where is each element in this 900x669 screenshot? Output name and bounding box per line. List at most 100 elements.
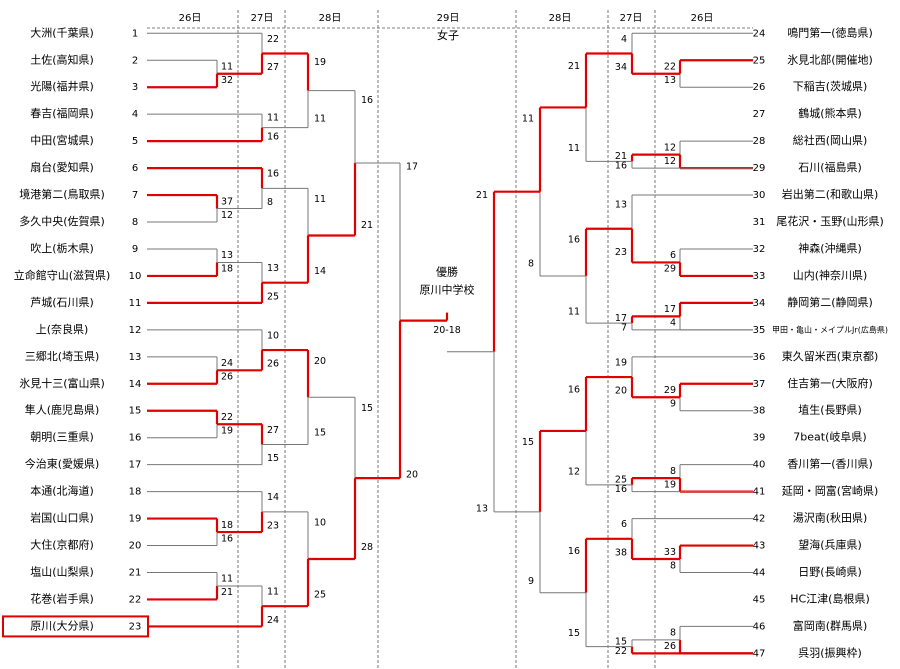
seed-number: 33 — [753, 271, 766, 282]
score-label: 12 — [221, 210, 233, 221]
team-name: 塩山(山梨県) — [30, 565, 94, 579]
score-label: 12 — [664, 156, 676, 167]
score-label: 11 — [267, 587, 279, 598]
score-label: 18 — [221, 264, 233, 275]
score-label: 14 — [267, 492, 279, 503]
team-name: 芦城(石川県) — [30, 296, 94, 309]
team-name: 静岡第二(静岡県) — [787, 295, 873, 309]
score-label: 22 — [664, 62, 676, 73]
score-label: 26 — [664, 641, 676, 652]
seed-number: 3 — [132, 82, 138, 93]
score-label: 11 — [568, 306, 580, 317]
score-label: 32 — [221, 75, 233, 86]
score-label: 25 — [267, 291, 279, 302]
seed-number: 31 — [753, 217, 766, 228]
score-label: 19 — [615, 357, 627, 368]
seed-number: 2 — [132, 55, 138, 66]
seed-number: 10 — [129, 271, 142, 282]
score-label: 11 — [522, 114, 534, 125]
team-name: 立命館守山(滋賀県) — [14, 268, 111, 282]
seed-number: 7 — [132, 190, 138, 201]
score-label: 15 — [522, 437, 534, 448]
score-label: 25 — [314, 589, 326, 600]
score-label: 25 — [615, 475, 627, 486]
team-name: 香川第一(香川県) — [787, 457, 873, 471]
seed-number: 36 — [753, 352, 766, 363]
bracket-lines — [2, 10, 753, 669]
team-name: 氷見十三(富山県) — [19, 376, 105, 390]
team-name: 花巻(岩手県) — [30, 591, 94, 605]
team-name: 富岡南(群馬県) — [793, 618, 868, 632]
team-name: 東久留米西(東京都) — [782, 349, 879, 363]
score-label: 20 — [314, 356, 326, 367]
team-name: 春吉(福岡県) — [30, 106, 94, 120]
seed-number: 25 — [753, 55, 766, 66]
score-label: 17 — [406, 162, 418, 173]
team-name: 岩出第二(和歌山県) — [782, 187, 879, 201]
score-label: 16 — [615, 161, 627, 172]
team-name: 多久中央(佐賀県) — [19, 214, 105, 228]
champion-label: 優勝 — [436, 265, 458, 279]
team-name: 境港第二(鳥取県) — [19, 187, 105, 201]
score-label: 11 — [221, 574, 233, 585]
seed-number: 34 — [753, 298, 766, 309]
score-label: 18 — [221, 520, 233, 531]
team-name: 朝明(三重県) — [30, 430, 94, 444]
score-label: 29 — [664, 264, 676, 275]
day-label: 29日 — [437, 13, 460, 24]
day-label: 27日 — [251, 13, 274, 24]
team-name: 甲田・亀山・メイプルJr(広島県) — [772, 324, 888, 334]
seed-number: 42 — [753, 514, 766, 525]
team-name: 望海(兵庫県) — [798, 538, 862, 552]
team-name: 中田(宮城県) — [30, 133, 94, 147]
seed-number: 29 — [753, 163, 766, 174]
score-label: 21 — [361, 220, 373, 231]
day-label: 26日 — [691, 13, 714, 24]
team-name: 埴生(長野県) — [798, 403, 862, 417]
seed-number: 45 — [753, 594, 766, 605]
score-label: 37 — [221, 196, 233, 207]
team-name: 土佐(高知県) — [30, 52, 94, 66]
team-name: 氷見北部(開催地) — [787, 52, 873, 66]
score-label: 16 — [568, 546, 580, 557]
score-label: 20 — [615, 386, 627, 397]
seed-number: 4 — [132, 109, 138, 120]
team-name: 日野(長崎県) — [798, 565, 862, 579]
score-label: 8 — [267, 197, 273, 208]
team-name: 住吉第一(大阪府) — [787, 376, 873, 390]
team-name: HC江津(島根県) — [790, 591, 870, 605]
score-label: 11 — [314, 113, 326, 124]
seed-number: 8 — [132, 217, 138, 228]
score-label: 29 — [664, 385, 676, 396]
score-label: 24 — [221, 358, 233, 369]
score-label: 13 — [221, 250, 233, 261]
score-label: 10 — [314, 518, 326, 529]
score-label: 23 — [615, 247, 627, 258]
seed-number: 19 — [129, 514, 142, 525]
score-label: 27 — [267, 62, 279, 73]
team-name: 原川(大分県) — [30, 618, 94, 632]
score-label: 21 — [568, 61, 580, 72]
seed-number: 20 — [129, 541, 142, 552]
score-label: 8 — [528, 259, 534, 270]
day-label: 28日 — [319, 13, 342, 24]
final-score: 20-18 — [433, 325, 461, 336]
score-label: 17 — [615, 313, 627, 324]
score-label: 8 — [670, 466, 676, 477]
seed-number: 14 — [129, 379, 142, 390]
team-name: 山内(神奈川県) — [793, 268, 868, 282]
score-label: 16 — [221, 533, 233, 544]
score-label: 8 — [670, 628, 676, 639]
seed-number: 38 — [753, 406, 766, 417]
score-label: 11 — [267, 113, 279, 124]
seed-number: 16 — [129, 433, 142, 444]
team-name: 鳴門第一(徳島県) — [787, 25, 873, 39]
score-label: 11 — [568, 143, 580, 154]
team-name: 隼人(鹿児島県) — [25, 403, 100, 417]
score-label: 12 — [664, 142, 676, 153]
team-name: 湯沢南(秋田県) — [793, 511, 868, 525]
team-name: 延岡・岡富(宮崎県) — [782, 484, 879, 498]
score-label: 26 — [221, 372, 233, 383]
seed-number: 21 — [129, 568, 142, 579]
